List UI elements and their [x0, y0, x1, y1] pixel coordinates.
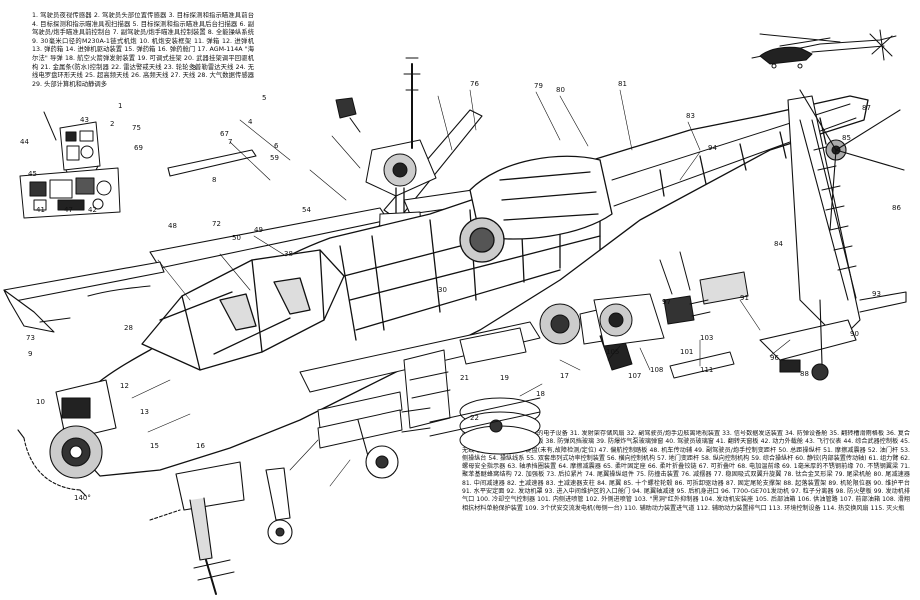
- callout-label: 97: [662, 298, 671, 306]
- instrument-panel-inset-upper: [43, 111, 101, 183]
- callout-label: 21: [460, 374, 469, 382]
- callout-label: 38: [284, 250, 293, 258]
- callout-label: 1: [118, 102, 122, 110]
- callout-label: 16: [196, 442, 205, 450]
- callout-label: 50: [232, 234, 241, 242]
- callout-label: 69: [134, 144, 143, 152]
- callout-label: 85: [842, 134, 851, 142]
- callout-label: 59: [270, 154, 279, 162]
- callout-labels: 1 2 3 4 5 6 7 8 9 10 12 13 15 16 17 18 1…: [20, 64, 901, 502]
- engine-detail: [593, 293, 711, 347]
- callout-label: 22: [470, 414, 479, 422]
- callout-label: 140°: [74, 494, 91, 502]
- callout-label: 84: [774, 240, 783, 248]
- callout-label: 91: [740, 294, 749, 302]
- instrument-panel-inset-lower: [19, 167, 121, 219]
- helicopter-silhouette-inset: [751, 29, 897, 69]
- callout-label: 2: [110, 120, 114, 128]
- callout-label: 47: [64, 206, 73, 214]
- callout-label: 80: [556, 86, 565, 94]
- callout-label: 28: [124, 324, 133, 332]
- callout-label: 5: [262, 94, 266, 102]
- callout-label: 15: [150, 442, 159, 450]
- callout-label: 48: [168, 222, 177, 230]
- callout-label: 9: [28, 350, 32, 358]
- callout-label: 17: [560, 372, 569, 380]
- legend-top: 1. 驾驶员夜视传感器 2. 驾驶员头部位置传感器 3. 目标探测和指示瞄准具前…: [32, 12, 254, 88]
- callout-label: 105: [606, 348, 619, 356]
- callout-label: 54: [302, 206, 311, 214]
- nose-sensor-turret: [17, 379, 117, 497]
- callout-label: 6: [274, 142, 279, 150]
- callout-label: 44: [20, 138, 29, 146]
- fuselage: [61, 95, 869, 477]
- callout-label: 41: [36, 206, 45, 214]
- callout-label: 94: [708, 144, 717, 152]
- callout-label: 67: [220, 130, 229, 138]
- callout-label: 79: [534, 82, 543, 90]
- callout-label: 45: [28, 170, 37, 178]
- callout-label: 88: [800, 370, 809, 378]
- legend-bottom: 路径输送管 30. 两侧短翼中的电子设备 31. 发射架存储风扇 32. 副驾驶…: [462, 430, 910, 512]
- main-landing-gear: [265, 419, 399, 545]
- callout-label: 4: [248, 118, 253, 126]
- chin-gun: [149, 461, 245, 595]
- callout-label: 30: [438, 286, 447, 294]
- callout-label: 42: [88, 206, 97, 214]
- callout-label: 10: [36, 398, 45, 406]
- stub-wing-and-weapons: [299, 251, 749, 455]
- callout-label: 49: [254, 226, 263, 234]
- callout-label: 73: [26, 334, 35, 342]
- callout-label: 96: [770, 354, 779, 362]
- callout-label: 7: [228, 138, 232, 146]
- leader-lines: [131, 89, 791, 487]
- callout-label: 86: [892, 204, 901, 212]
- callout-label: 111: [700, 366, 713, 374]
- callout-label: 81: [618, 80, 627, 88]
- callout-label: 19: [500, 374, 509, 382]
- callout-label: 87: [862, 104, 871, 112]
- callout-label: 83: [686, 112, 695, 120]
- callout-label: 12: [120, 382, 129, 390]
- callout-label: 101: [680, 348, 693, 356]
- callout-label: 18: [536, 390, 545, 398]
- callout-label: 8: [212, 176, 216, 184]
- callout-label: 75: [132, 124, 141, 132]
- callout-label: 108: [650, 366, 663, 374]
- callout-label: 13: [140, 408, 149, 416]
- callout-label: 93: [872, 290, 881, 298]
- callout-label: 90: [850, 330, 859, 338]
- callout-label: 43: [80, 116, 89, 124]
- callout-label: 72: [212, 220, 221, 228]
- callout-label: 76: [470, 80, 479, 88]
- callout-label: 107: [628, 372, 641, 380]
- callout-label: 103: [700, 334, 713, 342]
- callout-label: 3: [192, 64, 196, 72]
